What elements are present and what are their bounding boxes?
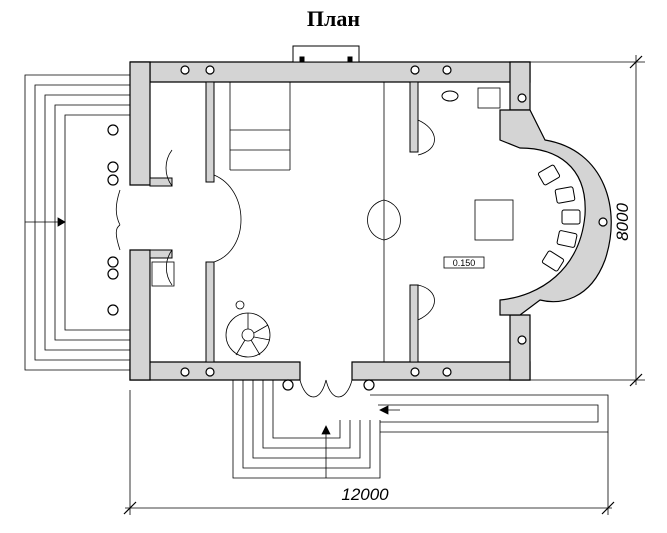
door-swings bbox=[115, 119, 435, 398]
right-wall-top bbox=[509, 61, 531, 111]
bottom-wall-left bbox=[129, 361, 301, 381]
left-wall-top bbox=[129, 61, 151, 186]
interior-walls bbox=[149, 81, 419, 363]
dimension-lines bbox=[123, 55, 645, 515]
right-ramp bbox=[370, 394, 609, 433]
spiral-stair bbox=[225, 300, 271, 358]
floor-level-marker: 0.150 bbox=[443, 256, 485, 269]
top-wall bbox=[130, 61, 531, 83]
floor-level-label: 0.150 bbox=[453, 258, 476, 268]
bottom-porch-steps bbox=[232, 380, 381, 479]
fixture bbox=[441, 90, 459, 102]
width-dimension-label: 12000 bbox=[341, 485, 389, 504]
bottom-wall-right bbox=[351, 361, 531, 381]
chimney bbox=[292, 45, 360, 63]
columns bbox=[107, 65, 608, 391]
apse-seats bbox=[537, 164, 581, 272]
right-wall-bottom bbox=[509, 314, 531, 381]
left-porch-steps bbox=[24, 74, 130, 371]
depth-dimension-label: 8000 bbox=[613, 203, 632, 241]
plan-title: План bbox=[306, 6, 361, 31]
apse bbox=[499, 109, 612, 316]
left-wall-bottom bbox=[129, 249, 151, 381]
exterior-walls bbox=[129, 61, 531, 381]
interior-lines bbox=[151, 82, 514, 362]
